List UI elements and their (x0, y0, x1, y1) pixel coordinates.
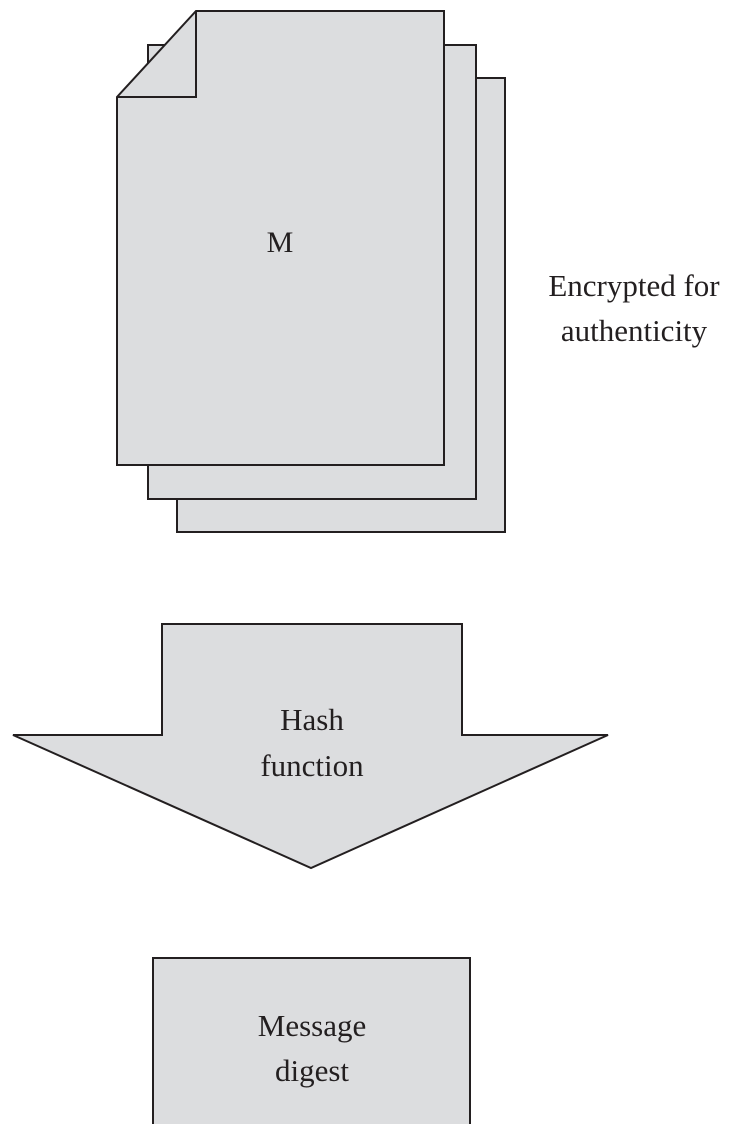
hash-arrow-shape (12, 623, 609, 870)
side-note: Encrypted for authenticity (548, 268, 720, 348)
digest-box-outline (152, 957, 471, 1124)
side-note-line-1: Encrypted for (548, 268, 720, 303)
document-stack: M (116, 10, 506, 533)
digest-label-line-2: digest (275, 1053, 349, 1088)
hash-arrow-label-line-2: function (260, 748, 364, 783)
hash-arrow-label-line-1: Hash (280, 702, 344, 737)
document-label: M (267, 226, 294, 259)
document-page-front (116, 10, 445, 466)
side-note-line-2: authenticity (561, 313, 708, 348)
document-folded-corner (117, 11, 197, 98)
message-digest-box: Message digest (152, 957, 471, 1124)
hash-function-arrow: Hash function (12, 623, 609, 870)
digest-label-line-1: Message (258, 1008, 366, 1043)
